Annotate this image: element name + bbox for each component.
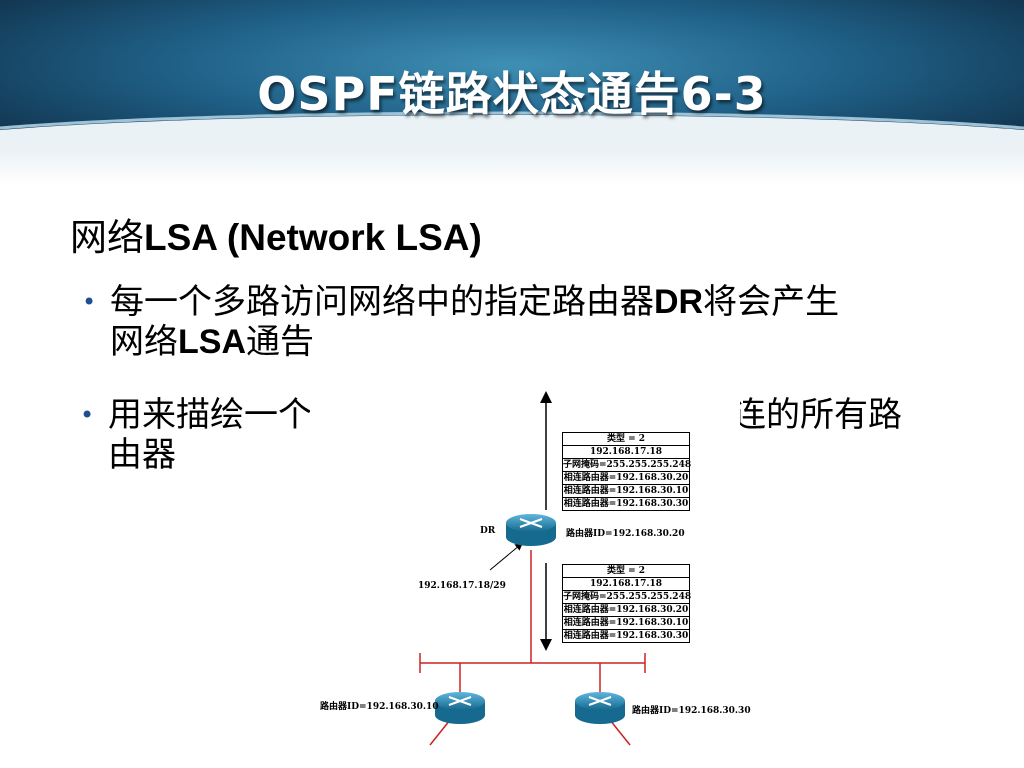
lsa-top-row: 192.168.17.18 [563,445,689,458]
lsa-bottom-row: 192.168.17.18 [563,577,689,590]
lsa-top-row: 子网掩码=255.255.255.248 [563,458,692,470]
bullet-dot-icon: • [80,401,95,429]
lsa-bottom-row: 相连路由器=192.168.30.10 [563,616,689,628]
bullet-2-text-b: 连的所有路 [732,395,902,435]
interface-address: 192.168.17.18/29 [418,581,506,591]
router-left-icon [435,692,485,724]
lsa-top-row: 相连路由器=192.168.30.30 [563,497,689,509]
heading-en: LSA (Network LSA) [144,217,482,258]
lsa-box-bottom: 类型 = 2 192.168.17.18 子网掩码=255.255.255.24… [562,564,692,643]
dr-label: DR [480,526,496,536]
lsa-top-row: 类型 = 2 [606,434,646,444]
network-lsa-diagram: 类型 = 2 192.168.17.18 子网掩码=255.255.255.24… [310,385,751,768]
lsa-top-row: 相连路由器=192.168.30.20 [563,471,689,483]
dr-router-id: 路由器ID=192.168.30.20 [566,529,685,539]
bullet-2-text-a: 用来描绘一个 [108,395,312,435]
bullet-1-text-e: LSA [178,323,246,361]
bullet-1-text-d: 网络 [110,322,178,362]
title-banner [0,0,1024,185]
lsa-bottom-row: 相连路由器=192.168.30.20 [563,603,689,615]
dr-router-icon [506,514,556,546]
bullet-1-text-a: 每一个多路访问网络中的指定路由器 [110,282,654,322]
router-left-id: 路由器ID=192.168.30.10 [320,702,439,712]
router-right-icon [575,692,625,724]
lsa-bottom-row: 相连路由器=192.168.30.30 [563,629,689,641]
lsa-bottom-row: 子网掩码=255.255.255.248 [563,590,692,602]
diagram-lines [419,391,646,746]
bullet-1-text-f: 通告 [246,322,314,362]
router-right-id: 路由器ID=192.168.30.30 [632,706,751,716]
bullet-2-text-c: 由器 [108,435,176,475]
lsa-top-row: 相连路由器=192.168.30.10 [563,484,689,496]
heading-cn: 网络 [70,216,144,259]
section-heading: 网络LSA (Network LSA) [70,207,482,261]
banner-background [0,0,1024,185]
slide-title: OSPF链路状态通告6-3 [257,67,767,121]
interface-pointer [489,542,524,571]
bullet-1: • 每一个多路访问网络中的指定路由器DR将会产生 网络LSA通告 [82,282,990,362]
bullet-1-text-b: DR [654,283,704,321]
lsa-box-top: 类型 = 2 192.168.17.18 子网掩码=255.255.255.24… [562,432,692,511]
lsa-bottom-row: 类型 = 2 [606,566,646,576]
bullet-1-text-c: 将会产生 [703,282,840,322]
bullet-2: • 用来描绘一个 连的所有路 由器 [80,395,988,475]
bullet-dot-icon: • [82,288,97,316]
